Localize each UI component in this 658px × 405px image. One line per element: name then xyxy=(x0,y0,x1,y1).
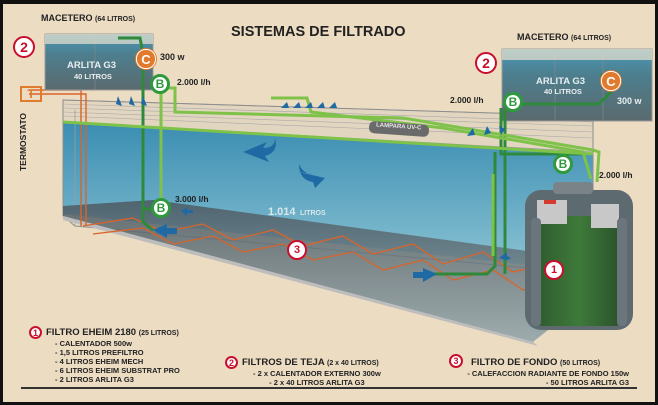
legend-list-item: - 2 x 40 LITROS ARLITA G3 xyxy=(269,378,365,387)
diagram-title: SISTEMAS DE FILTRADO xyxy=(231,24,406,40)
right-planter-label: MACETERO (64 LITROS) xyxy=(517,32,611,42)
legend-title-1: FILTRO EHEIM 2180 (25 LITROS) xyxy=(46,327,179,338)
legend-badge-3: 3 xyxy=(449,354,463,368)
legend-list-item: - CALENTADOR 500w xyxy=(55,339,132,348)
legend-list-item: - 1,5 LITROS PREFILTRO xyxy=(55,348,144,357)
legend-badge-2: 2 xyxy=(225,356,238,369)
thermostat-badge: T xyxy=(20,86,42,102)
legend-list-item: - 50 LITROS ARLITA G3 xyxy=(545,378,629,387)
filter-pump-badge: B xyxy=(553,154,573,174)
right-planter-title: MACETERO xyxy=(517,32,569,42)
aquarium-drawing xyxy=(29,33,653,346)
right-pump-flow: 2.000 l/h xyxy=(450,95,484,105)
flow-arrows xyxy=(116,96,511,282)
tank-volume: 1.014 LITROS xyxy=(268,202,326,220)
left-planter-media-volume: 40 LITROS xyxy=(74,72,112,81)
legend-divider xyxy=(21,387,637,389)
legend-title-3: FILTRO DE FONDO (50 LITROS) xyxy=(471,357,600,368)
legend-subtitle-2: (2 x 40 LITROS) xyxy=(326,360,379,367)
left-planter-label: MACETERO (64 LITROS) xyxy=(41,13,135,23)
right-planter-capacity: (64 LITROS) xyxy=(571,35,612,42)
legend-list-2: - 2 x CALENTADOR EXTERNO 300w - 2 x 40 L… xyxy=(253,369,381,387)
legend-badge-1: 1 xyxy=(29,326,42,339)
legend-list-item: - 2 x CALENTADOR EXTERNO 300w xyxy=(253,369,381,378)
left-planter-media-name: ARLITA G3 xyxy=(67,60,117,71)
right-planter-badge: 2 xyxy=(475,52,497,74)
legend-title-text-3: FILTRO DE FONDO xyxy=(471,357,558,368)
external-filter-badge: 1 xyxy=(544,260,564,280)
tank-volume-number: 1.014 xyxy=(268,206,296,218)
substrate-filter-badge: 3 xyxy=(287,240,307,260)
legend-subtitle-3: (50 LITROS) xyxy=(560,360,601,367)
legend-title-text-2: FILTROS DE TEJA xyxy=(242,357,325,368)
left-planter-badge: 2 xyxy=(13,36,35,58)
left-pump-flow: 2.000 l/h xyxy=(177,77,211,87)
left-heater-power: 300 w xyxy=(160,52,185,62)
legend-list-item: - CALEFACCION RADIANTE DE FONDO 150w xyxy=(467,369,629,378)
right-planter-media-volume: 40 LITROS xyxy=(544,87,582,96)
left-pump-badge: B xyxy=(150,74,170,94)
legend-list-item: - 2 LITROS ARLITA G3 xyxy=(55,375,134,384)
left-planter-capacity: (64 LITROS) xyxy=(95,16,136,23)
legend-list-item: - 4 LITROS EHEIM MECH xyxy=(55,357,144,366)
thermostat-label: TERMOSTATO xyxy=(18,112,28,172)
left-planter-title: MACETERO xyxy=(41,13,93,23)
right-planter-box xyxy=(501,48,653,122)
filter-flow: 2.000 l/h xyxy=(599,170,633,180)
legend-list-1: - CALENTADOR 500w - 1,5 LITROS PREFILTRO… xyxy=(55,339,180,384)
left-heater-badge: C xyxy=(135,48,157,70)
right-planter-media-name: ARLITA G3 xyxy=(536,76,586,87)
tank-volume-unit: LITROS xyxy=(299,210,326,217)
legend-list-item: - 6 LITROS EHEIM SUBSTRAT PRO xyxy=(55,366,180,375)
legend-list-3: - CALEFACCION RADIANTE DE FONDO 150w - 5… xyxy=(426,369,629,387)
right-heater-power: 300 w xyxy=(617,96,642,106)
legend-title-2: FILTROS DE TEJA (2 x 40 LITROS) xyxy=(242,357,379,368)
legend-subtitle-1: (25 LITROS) xyxy=(138,330,179,337)
right-heater-badge: C xyxy=(600,70,622,92)
tank-floor xyxy=(63,200,593,342)
legend-title-text-1: FILTRO EHEIM 2180 xyxy=(46,327,137,338)
external-filter-canister xyxy=(525,182,633,330)
tank-water xyxy=(63,122,593,272)
uv-lamp-housing xyxy=(368,121,430,137)
diagram-canvas: SISTEMAS DE FILTRADO MACETERO (64 LITROS… xyxy=(3,4,655,402)
right-heater-letter: C xyxy=(601,71,621,91)
bottom-pump-badge: B xyxy=(151,198,171,218)
bottom-pump-flow: 3.000 l/h xyxy=(175,194,209,204)
right-pump-badge: B xyxy=(503,92,523,112)
left-heater-letter: C xyxy=(136,49,156,69)
